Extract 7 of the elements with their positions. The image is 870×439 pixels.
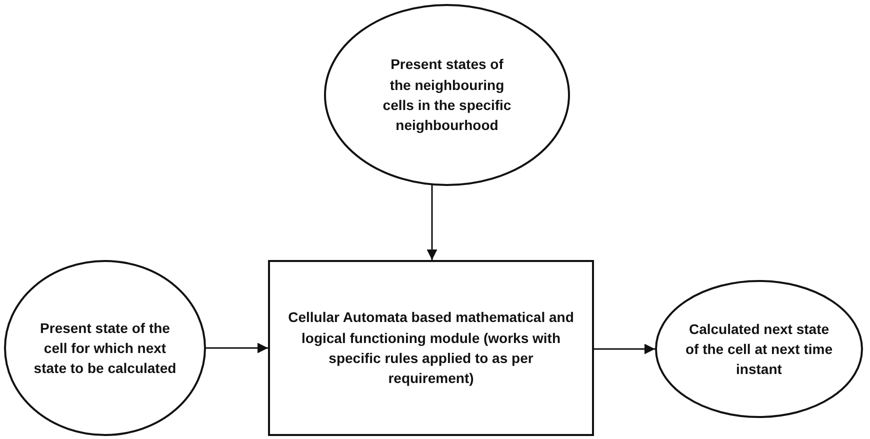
node-text: Present state of the cell for which next state to be calculated bbox=[32, 318, 178, 378]
node-text: Cellular Automata based mathematical and logical functioning module (works with specific rules applied to as per requirement) bbox=[287, 308, 575, 388]
node-text: Present states of the neighbouring cells in the specific neighbourhood bbox=[382, 55, 512, 136]
node-text: Calculated next state of the cell at next time instant bbox=[684, 320, 834, 380]
arrow bbox=[206, 342, 268, 354]
arrow bbox=[426, 185, 438, 260]
arrow bbox=[594, 344, 655, 354]
